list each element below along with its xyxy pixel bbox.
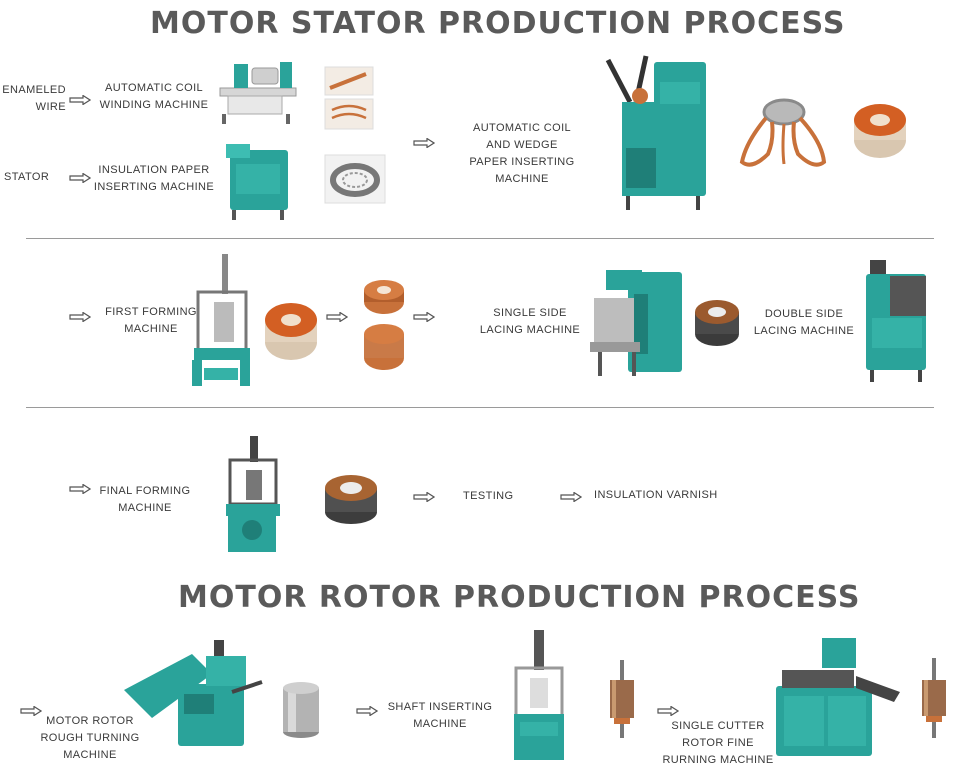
stator-label: STATOR — [4, 171, 50, 183]
rotor-title: MOTOR ROTOR PRODUCTION PROCESS — [178, 580, 861, 615]
arrow-right-icon — [69, 312, 91, 322]
arrow-right-icon — [413, 138, 435, 148]
arrow-right-icon — [69, 484, 91, 494]
arrow-right-icon — [413, 312, 435, 322]
arrow-right-icon — [413, 492, 435, 502]
formed-stator-image — [265, 303, 317, 360]
wound-stator-image — [854, 104, 906, 158]
laced-stator-image — [695, 300, 739, 346]
arrow-right-icon — [560, 492, 582, 502]
stator-title: MOTOR STATOR PRODUCTION PROCESS — [150, 6, 846, 41]
arrow-right-icon — [356, 706, 378, 716]
arrow-right-icon — [326, 312, 348, 322]
stator-coil-loops-image — [739, 98, 827, 167]
finished-rotor-image — [922, 658, 946, 738]
coil-wedge-inserting-machine-image — [605, 55, 706, 210]
rotor-fine-turning-machine-image — [776, 638, 900, 756]
first-forming-machine-image — [192, 254, 250, 386]
testing-label: TESTING — [463, 490, 514, 502]
arrow-right-icon — [657, 706, 679, 716]
rotor-core-image — [283, 682, 319, 738]
rough-turning-machine-image — [124, 640, 263, 746]
coil-stator-pair-image — [364, 280, 404, 370]
divider-1 — [26, 238, 934, 239]
arrow-right-icon — [69, 95, 91, 105]
arrow-right-icon — [69, 173, 91, 183]
shaft-inserting-machine-image — [514, 630, 564, 760]
divider-2 — [26, 407, 934, 408]
single-side-lacing-machine-image — [590, 270, 682, 376]
double-side-lacing-machine-image — [866, 260, 926, 382]
insulation-paper-machine-image — [226, 144, 288, 220]
rotor-with-shaft-image — [610, 660, 634, 738]
coil-winding-machine-image — [219, 62, 297, 124]
coil-paper-sample-image — [324, 66, 374, 130]
arrow-right-icon — [20, 706, 42, 716]
insulation-varnish-label: INSULATION VARNISH — [594, 489, 718, 501]
stator-lamination-image — [324, 154, 386, 204]
final-stator-image — [325, 475, 377, 524]
final-forming-machine-image — [226, 436, 280, 552]
